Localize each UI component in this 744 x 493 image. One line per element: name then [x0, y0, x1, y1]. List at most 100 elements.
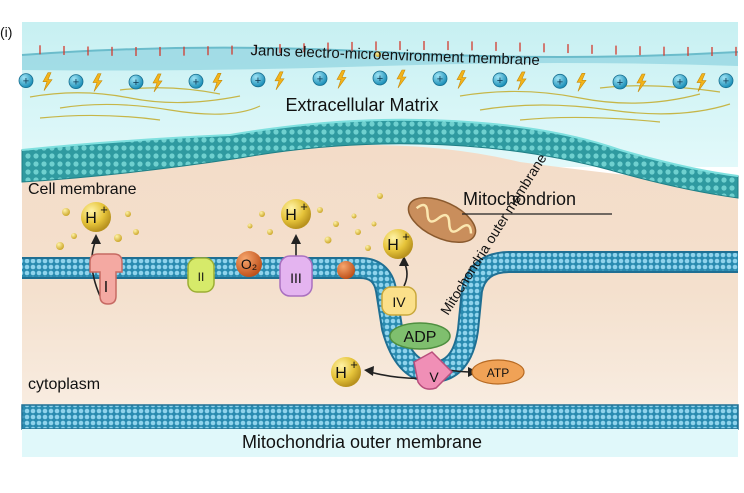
svg-text:+: + [317, 73, 323, 85]
positive-charge-icon: + [718, 73, 734, 89]
proton-dot [333, 221, 339, 227]
proton-dot [62, 208, 70, 216]
svg-text:H: H [85, 210, 97, 227]
proton-dot [125, 211, 131, 217]
positive-charge-icon: + [672, 74, 688, 89]
complex-i: I [89, 253, 123, 305]
lightning-icon [152, 73, 163, 93]
positive-charge-icon: + [68, 74, 84, 90]
charge-row: + + + + + + + + + + + + + [18, 69, 734, 93]
proton-dot [375, 51, 381, 57]
svg-text:+: + [377, 73, 383, 85]
lightning-icon [516, 71, 527, 91]
complex-iii: III [279, 255, 313, 297]
svg-text:+: + [73, 77, 79, 89]
extracellular-matrix-label: Extracellular Matrix [285, 95, 438, 115]
svg-text:+: + [300, 199, 308, 214]
svg-text:+: + [497, 75, 503, 87]
svg-text:+: + [350, 357, 358, 372]
positive-charge-icon: + [250, 72, 266, 88]
complex-iv-label: IV [392, 294, 406, 310]
proton-ion: H + [81, 202, 111, 232]
svg-text:+: + [255, 75, 261, 87]
proton-ion: H + [281, 199, 311, 229]
positive-charge-icon: + [612, 74, 628, 90]
lightning-icon [212, 72, 223, 92]
lightning-icon [274, 71, 285, 91]
adp-molecule: ADP [389, 322, 451, 350]
complex-i-label: I [104, 279, 108, 296]
lightning-icon [636, 73, 647, 93]
positive-charge-icon: + [188, 73, 204, 89]
proton-dot [365, 245, 371, 251]
complex-v: V [413, 351, 454, 390]
proton-ion: H + [331, 357, 361, 387]
svg-text:H: H [387, 237, 399, 254]
proton-dot [247, 223, 253, 229]
svg-text:+: + [23, 76, 29, 88]
lightning-icon [92, 73, 103, 92]
svg-text:H: H [285, 207, 297, 224]
svg-text:+: + [193, 76, 199, 88]
svg-text:+: + [133, 77, 139, 89]
mitochondrion-label: Mitochondrion [463, 189, 576, 209]
bottom-region [22, 429, 738, 457]
lightning-icon [696, 73, 707, 92]
proton-dot [355, 229, 361, 235]
complex-ii-label: II [198, 270, 205, 284]
janus-membrane-band [22, 47, 738, 71]
proton-dot [317, 207, 323, 213]
svg-text:+: + [557, 76, 563, 88]
proton-dot [371, 221, 377, 227]
proton-dot [377, 193, 383, 199]
electron-carrier [337, 261, 355, 279]
proton-dot [324, 236, 332, 244]
lightning-icon [336, 70, 347, 89]
svg-text:+: + [723, 76, 729, 88]
oxygen-label: O₂ [241, 256, 257, 272]
complex-iii-label: III [290, 270, 302, 286]
lightning-icon [396, 69, 407, 89]
mito-outer-membrane-bottom-label: Mitochondria outer membrane [242, 432, 482, 452]
atp-molecule: ATP [471, 359, 525, 385]
cell-membrane-label: Cell membrane [28, 181, 137, 198]
svg-text:+: + [100, 202, 108, 217]
mitochondrion-icon [407, 196, 477, 244]
arrow-heads [91, 234, 478, 377]
positive-charge-icon: + [18, 73, 34, 89]
oxygen-molecule: O₂ [236, 251, 262, 277]
complex-iv: IV [381, 286, 417, 316]
proton-dot [114, 234, 122, 242]
proton-dot [351, 213, 357, 219]
panel-label: (i) [0, 24, 12, 40]
negative-charge-ticks [39, 41, 737, 56]
svg-text:+: + [677, 77, 683, 89]
proton-dots [56, 51, 383, 251]
extracellular-matrix-fibres [29, 85, 731, 123]
adp-label: ADP [404, 329, 437, 346]
lightning-icon [456, 70, 467, 89]
complex-v-label: V [429, 369, 439, 385]
svg-text:+: + [402, 229, 410, 244]
proton-dot [259, 211, 265, 217]
lightning-icon [42, 72, 53, 91]
positive-charge-icon: + [432, 71, 448, 86]
positive-charge-icon: + [552, 73, 568, 89]
complex-ii: II [187, 257, 215, 293]
cell-membrane-edge [21, 118, 739, 177]
proton-dot [56, 242, 64, 250]
positive-charge-icon: + [312, 71, 328, 86]
proton-ion: H + [383, 229, 413, 259]
proton-dot [71, 233, 77, 239]
proton-dot [133, 229, 139, 235]
svg-text:+: + [437, 74, 443, 86]
positive-charge-icon: + [372, 70, 388, 86]
atp-label: ATP [487, 366, 509, 380]
bottom-membrane-strip [21, 404, 739, 430]
svg-text:+: + [617, 77, 623, 89]
lightning-icon [576, 73, 587, 92]
positive-charge-icon: + [128, 74, 144, 90]
cytoplasm-label: cytoplasm [28, 376, 100, 393]
